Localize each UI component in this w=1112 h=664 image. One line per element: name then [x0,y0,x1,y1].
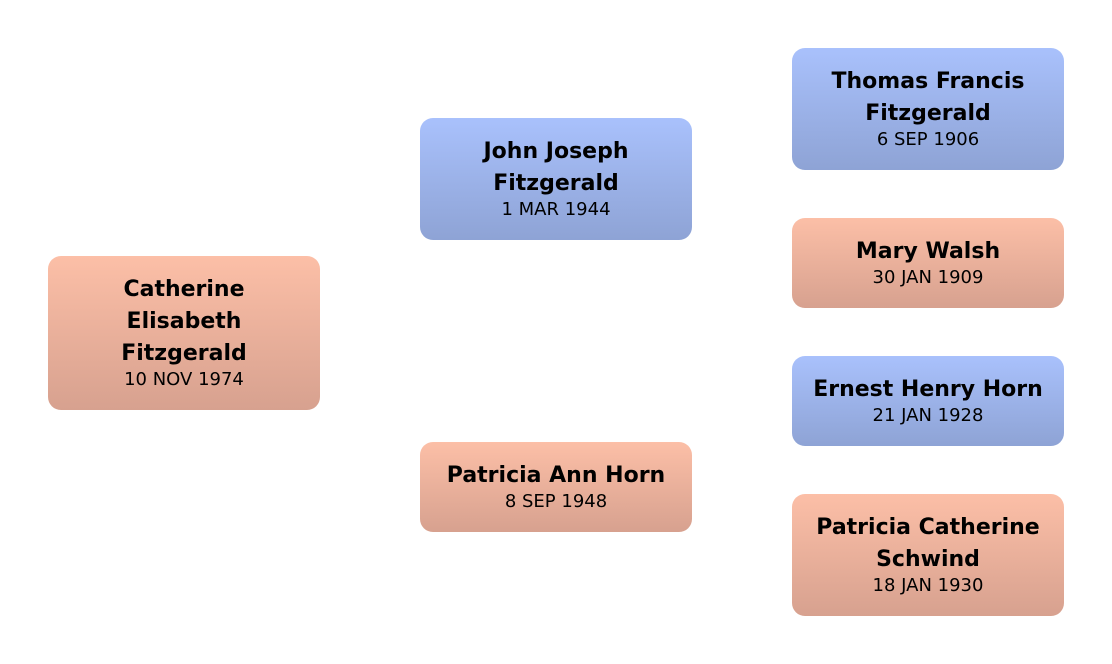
person-name: Patricia Ann Horn [446,463,666,488]
person-birth-date: 1 MAR 1944 [501,199,611,220]
person-name: Thomas Francis Fitzgerald [831,69,1025,126]
person-card-mother[interactable]: Patricia Ann Horn 8 SEP 1948 [420,442,692,532]
person-birth-date: 18 JAN 1930 [872,575,984,596]
person-birth-date: 10 NOV 1974 [124,369,244,390]
person-birth-date: 21 JAN 1928 [872,405,984,426]
person-name: Mary Walsh [855,239,1001,264]
person-card-maternal-grandmother[interactable]: Patricia Catherine Schwind 18 JAN 1930 [792,494,1064,616]
person-name: Catherine Elisabeth Fitzgerald [121,277,247,366]
person-card-father[interactable]: John Joseph Fitzgerald 1 MAR 1944 [420,118,692,240]
person-birth-date: 30 JAN 1909 [872,267,984,288]
person-name: Patricia Catherine Schwind [816,515,1040,572]
person-card-paternal-grandfather[interactable]: Thomas Francis Fitzgerald 6 SEP 1906 [792,48,1064,170]
person-name: John Joseph Fitzgerald [483,139,629,196]
person-card-maternal-grandfather[interactable]: Ernest Henry Horn 21 JAN 1928 [792,356,1064,446]
person-card-paternal-grandmother[interactable]: Mary Walsh 30 JAN 1909 [792,218,1064,308]
person-birth-date: 6 SEP 1906 [876,129,980,150]
person-birth-date: 8 SEP 1948 [504,491,608,512]
person-name: Ernest Henry Horn [813,377,1043,402]
person-card-root[interactable]: Catherine Elisabeth Fitzgerald 10 NOV 19… [48,256,320,410]
